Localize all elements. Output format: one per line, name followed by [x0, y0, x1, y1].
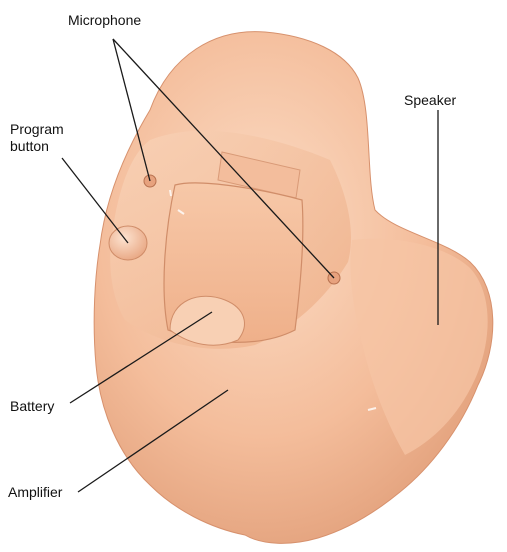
label-speaker: Speaker	[404, 92, 456, 109]
label-microphone: Microphone	[68, 12, 141, 29]
label-battery: Battery	[10, 398, 54, 415]
program-button	[109, 226, 147, 260]
label-program-button: Program button	[10, 121, 64, 155]
label-amplifier: Amplifier	[8, 484, 62, 501]
